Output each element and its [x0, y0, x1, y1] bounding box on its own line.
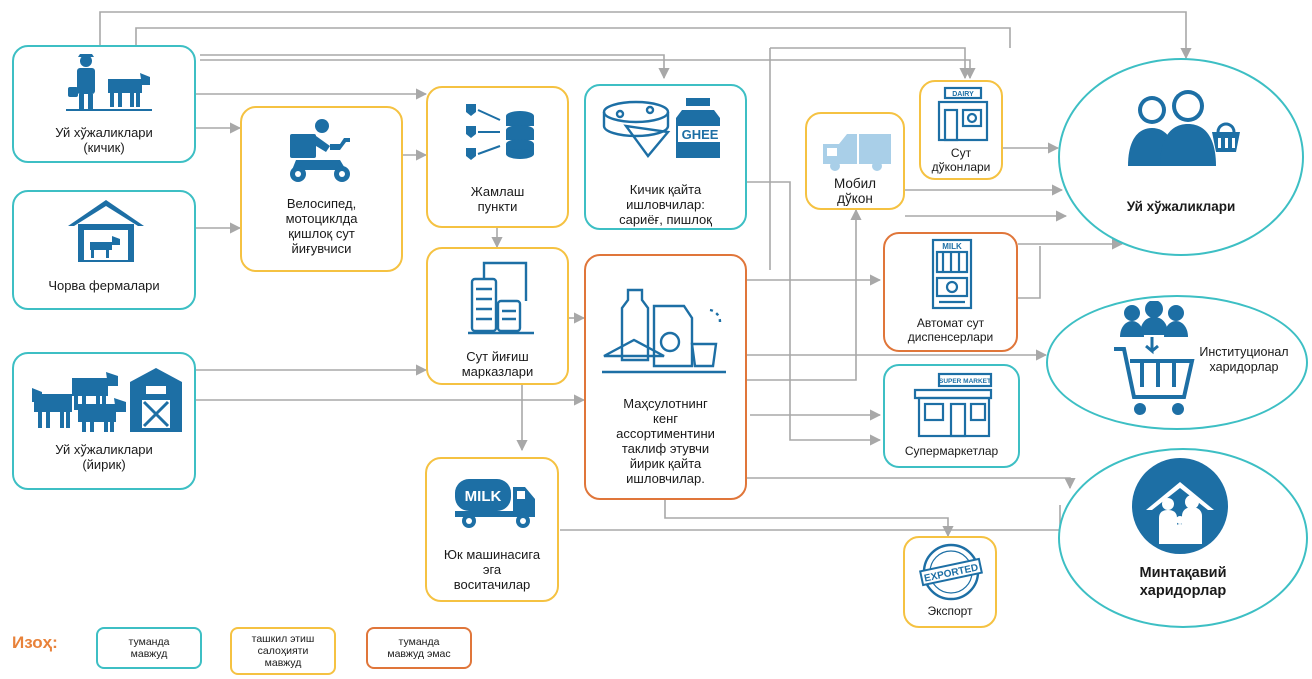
node-label: Уй хўжаликлари (кичик) — [55, 125, 153, 155]
ghee-text: GHEE — [682, 127, 719, 142]
exported-stamp-icon: EXPORTED — [919, 543, 983, 601]
mobile-van-icon — [823, 134, 891, 171]
node-households-small: Уй хўжаликлари (кичик) — [12, 45, 196, 163]
node-label: Жамлаш пункти — [470, 184, 525, 214]
node-label: Кичик қайта ишловчилар: сариёғ, пишлоқ — [619, 182, 712, 227]
node-bike-collector: Велосипед, мотоциклда қишлоқ сут йиғувчи… — [240, 106, 403, 272]
node-collection-point: Жамлаш пункти — [426, 86, 569, 228]
supermarket-sign-text: SUPER MARKET — [939, 378, 991, 385]
milk-truck-icon: MILK — [455, 479, 535, 528]
legend-title: Изоҳ: — [12, 633, 58, 652]
data-collection-icon — [466, 104, 534, 160]
node-label: Чорва фермалари — [48, 278, 160, 293]
cattle-barn-icon — [32, 368, 182, 432]
node-label: Маҳсулотнинг кенг ассортиментини таклиф … — [616, 396, 715, 486]
node-export: EXPORTED Экспорт — [903, 536, 997, 628]
dairy-products-icon — [602, 288, 726, 374]
node-label: Сут йиғиш марказлари — [461, 349, 534, 379]
node-supermarkets: SUPER MARKET Супермаркетлар — [883, 364, 1020, 468]
node-label: Институционал харидорлар — [1199, 345, 1289, 374]
node-milk-centers: Сут йиғиш марказлари — [426, 247, 569, 385]
cheese-ghee-icon: GHEE — [602, 98, 722, 158]
node-regional-buyers: Минтақавий харидорлар — [1058, 448, 1308, 628]
node-label: Уй хўжаликлари — [1126, 199, 1236, 214]
node-large-processors: Маҳсулотнинг кенг ассортиментини таклиф … — [584, 254, 747, 500]
node-label: Сут дўконлари — [931, 146, 991, 174]
node-dairy-shops: DAIRY Сут дўконлари — [919, 80, 1003, 180]
dairy-text: DAIRY — [952, 91, 974, 98]
legend-exists: туманда мавжуд — [96, 627, 202, 669]
node-label: Минтақавий харидорлар — [1139, 565, 1227, 599]
node-vending: MILK Автомат сут диспенсерлари — [883, 232, 1018, 352]
node-households-large: Уй хўжаликлари (йирик) — [12, 352, 196, 490]
cart-people-icon — [1114, 301, 1195, 415]
node-label: Автомат сут диспенсерлари — [907, 316, 994, 344]
node-small-processors: GHEE Кичик қайта ишловчилар: сариёғ, пиш… — [584, 84, 747, 230]
node-consumer-households: Уй хўжаликлари — [1058, 58, 1304, 256]
legend-missing: туманда мавжуд эмас — [366, 627, 472, 669]
barn-cow-icon — [68, 200, 144, 262]
node-institutional-buyers: Институционал харидорлар — [1046, 295, 1308, 430]
dairy-shop-icon: DAIRY — [937, 86, 989, 142]
node-mobile-shop: Мобил дўкон — [805, 112, 905, 210]
scooter-delivery-icon — [290, 119, 350, 182]
supermarket-icon: SUPER MARKET — [913, 372, 993, 438]
farmer-cow-icon — [66, 54, 152, 111]
node-label: Экспорт — [927, 604, 973, 618]
node-label: Юк машинасига эга воситачилар — [443, 547, 541, 592]
legend-potential: ташкил этиш салоҳияти мавжуд — [230, 627, 336, 675]
vending-milk-text: MILK — [942, 242, 962, 251]
node-label: Супермаркетлар — [904, 444, 999, 458]
family-basket-icon — [1128, 90, 1240, 166]
node-livestock-farms: Чорва фермалари — [12, 190, 196, 310]
vending-machine-icon: MILK — [931, 238, 973, 310]
node-truck-intermediaries: MILK Юк машинасига эга воситачилар — [425, 457, 559, 602]
node-label: Мобил дўкон — [833, 176, 877, 206]
family-home-icon — [1132, 458, 1228, 554]
milk-text: MILK — [465, 488, 502, 505]
node-label: Велосипед, мотоциклда қишлоқ сут йиғувчи… — [285, 196, 358, 256]
node-label: Уй хўжаликлари (йирик) — [55, 442, 153, 472]
factory-tanks-icon — [468, 261, 534, 335]
